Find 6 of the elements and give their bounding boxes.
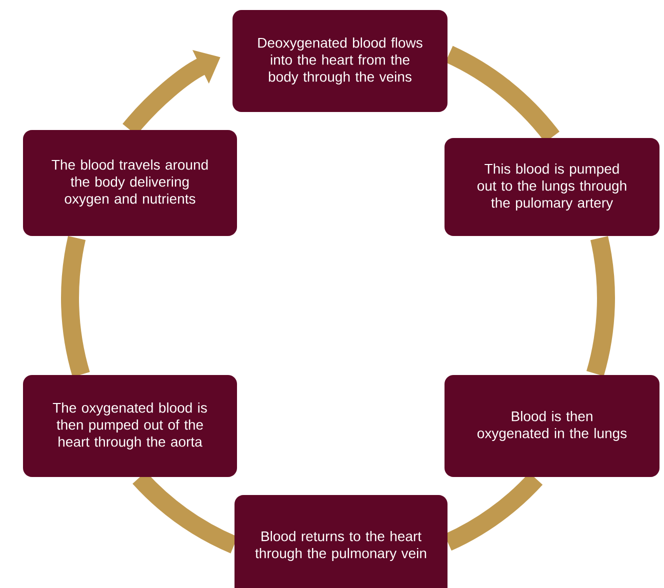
step-box: Blood returns to the heart through the pulmonary vein (234, 495, 448, 588)
step-box: The oxygenated blood is then pumped out of the heart through the aorta (23, 375, 237, 477)
step-box: This blood is pumped out to the lungs through the pulomary artery (444, 138, 660, 236)
step-box: Deoxygenated blood flows into the heart from the body through the veins (232, 10, 448, 112)
step-box: Blood is then oxygenated in the lungs (444, 375, 660, 477)
step-box: The blood travels around the body delivering oxygen and nutrients (23, 130, 237, 236)
